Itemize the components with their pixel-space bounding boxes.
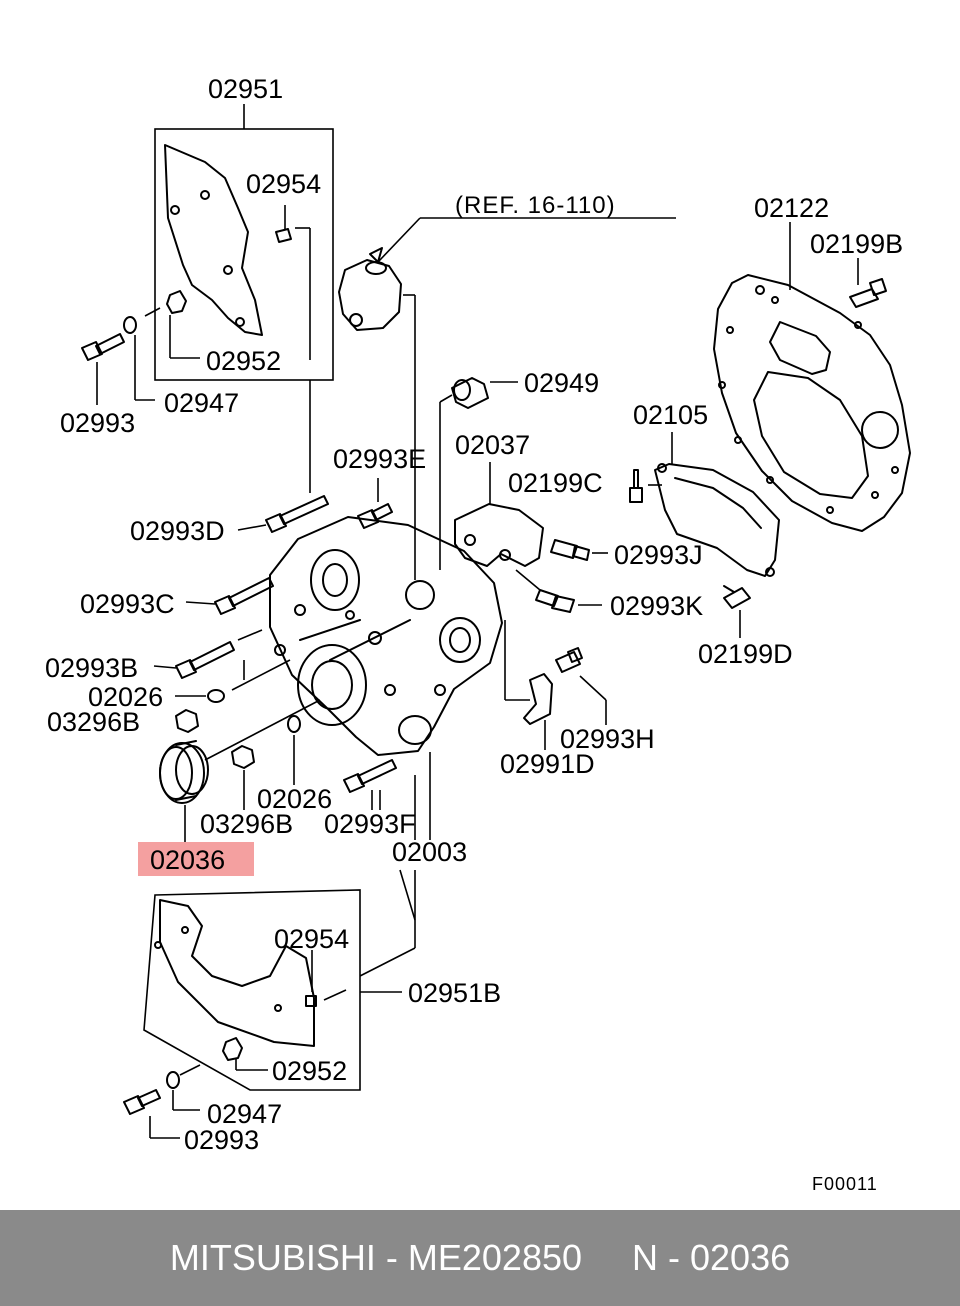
label-02993j: 02993J: [614, 540, 703, 570]
label-02993-lower: 02993: [184, 1125, 259, 1155]
mount-bracket: [454, 462, 608, 613]
label-02122: 02122: [754, 193, 829, 223]
label-02951b: 02951B: [408, 978, 501, 1008]
part-number-footer: MITSUBISHI - ME202850 N - 02036: [0, 1210, 960, 1306]
label-02952-lower: 02952: [272, 1056, 347, 1086]
exploded-parts-diagram: 02951 02954 02952 02947 02993 (REF. 16-1…: [45, 74, 911, 1194]
label-02993e: 02993E: [333, 444, 426, 474]
label-02199c: 02199C: [508, 468, 603, 498]
label-02993c: 02993C: [80, 589, 175, 619]
label-02037: 02037: [455, 430, 530, 460]
label-02105: 02105: [633, 400, 708, 430]
label-02993d: 02993D: [130, 516, 225, 546]
label-02993k: 02993K: [610, 591, 703, 621]
footer-reference-number: N - 02036: [632, 1237, 791, 1278]
footer-brand-part-number: MITSUBISHI - ME202850: [169, 1237, 583, 1278]
part-labels: 02951 02954 02952 02947 02993 (REF. 16-1…: [45, 74, 903, 1194]
label-02199b: 02199B: [810, 229, 903, 259]
label-03296b-left: 03296B: [47, 707, 140, 737]
label-02954-lower: 02954: [274, 924, 349, 954]
label-02036-highlighted: 02036: [150, 845, 225, 875]
label-02947-upper: 02947: [164, 388, 239, 418]
side-bracket: [504, 620, 607, 750]
label-02993b: 02993B: [45, 653, 138, 683]
crank-pulley: [159, 699, 321, 842]
label-ref-16-110: (REF. 16-110): [455, 192, 616, 219]
upper-cover-group: [81, 104, 334, 405]
label-02952-upper: 02952: [206, 346, 281, 376]
label-02949: 02949: [524, 368, 599, 398]
bush: [439, 377, 518, 570]
label-02947-lower: 02947: [207, 1099, 282, 1129]
figure-code: F00011: [812, 1174, 878, 1194]
label-02954-upper: 02954: [246, 169, 321, 199]
label-02199d: 02199D: [698, 639, 793, 669]
label-02026-center: 02026: [257, 784, 332, 814]
label-02003: 02003: [392, 837, 467, 867]
timing-cover-plate: [629, 432, 780, 638]
label-02993-upper: 02993: [60, 408, 135, 438]
vacuum-pump-reference: [338, 217, 676, 580]
label-02026-left: 02026: [88, 682, 163, 712]
label-02993h: 02993H: [560, 724, 655, 754]
small-fasteners: [231, 715, 397, 810]
label-02991d: 02991D: [500, 749, 595, 779]
rear-plate: [713, 222, 911, 532]
label-03296b-center: 03296B: [200, 809, 293, 839]
front-case: [269, 516, 503, 840]
label-02951: 02951: [208, 74, 283, 104]
highlighted-part-marker: [138, 842, 254, 876]
label-02993f: 02993F: [324, 809, 416, 839]
lower-cover-group: [123, 869, 416, 1139]
front-bolts: [153, 380, 393, 733]
